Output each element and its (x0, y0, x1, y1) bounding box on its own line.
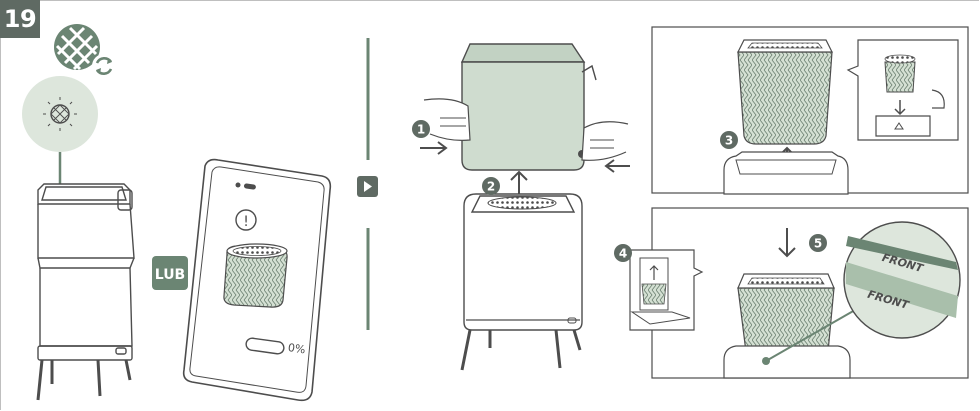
panel-insert-filter: FRONT FRONT (630, 208, 968, 378)
svg-text:LUB: LUB (155, 267, 185, 283)
callout-2: 2 (482, 177, 500, 195)
front-zoom-callout: FRONT FRONT (844, 222, 960, 338)
air-purifier-tall (38, 184, 134, 400)
air-purifier-base (462, 194, 582, 370)
svg-text:1: 1 (417, 123, 425, 137)
step-divider (357, 38, 378, 330)
callout-3: 3 (720, 131, 738, 149)
smartphone: ! 0% (184, 160, 331, 401)
panel-remove-filter (652, 27, 968, 194)
callout-1: 1 (412, 120, 430, 138)
phone-filter-image (224, 244, 287, 307)
lifting-cover (420, 44, 630, 196)
filter-indicator-light (22, 76, 98, 200)
svg-text:!: ! (243, 214, 249, 230)
svg-text:3: 3 (725, 134, 733, 148)
filter-replace-icon (54, 24, 116, 78)
svg-text:2: 2 (487, 180, 495, 194)
svg-text:5: 5 (814, 237, 822, 251)
filter-level-text: 0% (287, 341, 306, 356)
lub-badge: LUB (152, 256, 188, 290)
callout-4: 4 (614, 244, 632, 262)
callout-5: 5 (809, 234, 827, 252)
svg-text:4: 4 (619, 247, 627, 261)
